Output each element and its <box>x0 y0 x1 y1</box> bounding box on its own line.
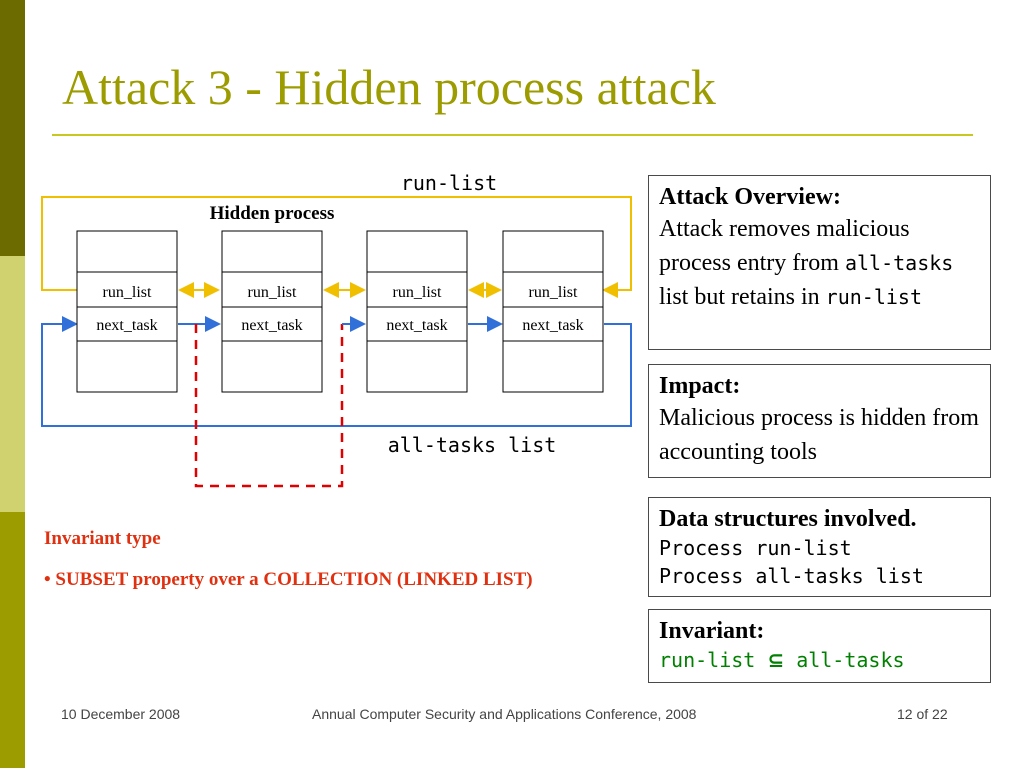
data-structure-item: Process run-list <box>659 536 852 560</box>
footer-conference: Annual Computer Security and Application… <box>312 706 697 722</box>
sidebar-bar-bottom <box>0 512 25 768</box>
hidden-process-label: Hidden process <box>210 203 335 224</box>
invariant-type-property: • SUBSET property over a COLLECTION (LIN… <box>44 569 533 590</box>
process-node-4 <box>502 230 604 393</box>
node-1-run-list: run_list <box>103 284 152 301</box>
process-node-1 <box>76 230 178 393</box>
impact-heading: Impact: <box>659 373 741 399</box>
title-underline <box>52 134 973 136</box>
footer-date: 10 December 2008 <box>61 706 181 722</box>
invariant-heading: Invariant: <box>659 618 765 644</box>
sidebar-bar-top <box>0 0 25 256</box>
node-2-run-list: run_list <box>248 284 297 301</box>
invariant-type-label: Invariant type <box>44 528 161 549</box>
data-structures-box: Data structures involved. Process run-li… <box>648 497 991 597</box>
data-structures-heading: Data structures involved. <box>659 506 917 532</box>
attack-overview-text: Attack removes malicious process entry f… <box>659 216 954 310</box>
node-4-next-task: next_task <box>522 317 583 334</box>
hidden-process-bypass <box>194 324 344 488</box>
impact-box: Impact: Malicious process is hidden from… <box>648 364 991 478</box>
slide-title: Attack 3 - Hidden process attack <box>62 59 716 115</box>
subset-symbol: ⊆ <box>767 648 785 672</box>
attack-overview-heading: Attack Overview: <box>659 184 841 210</box>
sidebar-bar-middle <box>0 256 25 512</box>
process-node-3 <box>366 230 468 393</box>
invariant-box: Invariant: run-list ⊆ all-tasks <box>648 609 991 683</box>
data-structure-item: Process all-tasks list <box>659 564 924 588</box>
all-tasks-loop-path <box>41 316 632 427</box>
process-node-2-hidden <box>221 230 323 393</box>
impact-text: Malicious process is hidden from account… <box>659 405 979 465</box>
invariant-expression: run-list ⊆ all-tasks <box>659 648 905 672</box>
run-list-label: run-list <box>401 171 497 195</box>
node-3-run-list: run_list <box>393 284 442 301</box>
all-tasks-list-label: all-tasks list <box>388 433 557 457</box>
node-3-next-task: next_task <box>386 317 447 334</box>
footer-page-number: 12 of 22 <box>897 706 948 722</box>
node-1-next-task: next_task <box>96 317 157 334</box>
attack-overview-box: Attack Overview: Attack removes maliciou… <box>648 175 991 350</box>
node-2-next-task: next_task <box>241 317 302 334</box>
run-list-loop-path <box>41 196 632 298</box>
node-4-run-list: run_list <box>529 284 578 301</box>
